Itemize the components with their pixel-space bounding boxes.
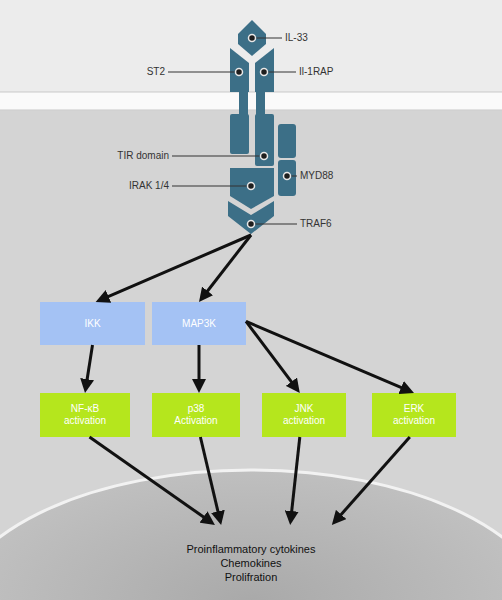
leader-line xyxy=(264,72,296,73)
activation-box: ERK activation xyxy=(372,393,456,437)
ligand-shape xyxy=(238,20,266,56)
callout-label: ST2 xyxy=(15,66,165,78)
signal-arrow xyxy=(86,345,93,387)
box-label: JNK activation xyxy=(275,403,333,427)
membrane-edge xyxy=(0,110,502,111)
transmembrane-segment xyxy=(239,90,248,116)
signal-arrow xyxy=(336,437,410,521)
tir-domain-shape xyxy=(230,114,249,154)
callout-dot xyxy=(236,69,243,76)
signal-arrow xyxy=(246,321,408,390)
signal-arrow xyxy=(90,437,211,522)
box-label: p38 Activation xyxy=(167,403,225,427)
callout-dot xyxy=(248,183,255,190)
kinase-box: IKK xyxy=(40,302,145,345)
signal-arrow xyxy=(291,437,300,519)
kinase-box: MAP3K xyxy=(152,302,246,345)
signal-arrow xyxy=(197,345,200,387)
transmembrane-segment xyxy=(256,90,265,116)
box-label: IKK xyxy=(53,318,133,330)
leader-line xyxy=(168,72,239,73)
signal-arrow xyxy=(246,321,296,388)
box-label: ERK activation xyxy=(385,403,443,427)
adaptor-shape xyxy=(278,160,296,196)
callout-dot xyxy=(261,69,268,76)
leader-line xyxy=(251,224,297,225)
callout-dot xyxy=(248,221,255,228)
leader-line xyxy=(172,156,264,157)
leader-line xyxy=(172,186,251,187)
node-outline xyxy=(228,199,274,235)
outcome-text: Prolifration xyxy=(225,570,278,584)
adaptor-shape xyxy=(278,124,296,158)
callout-label: Il-1RAP xyxy=(299,66,333,78)
receptor-chain xyxy=(255,48,274,92)
cell-membrane xyxy=(0,92,502,110)
signal-arrow xyxy=(203,235,251,297)
box-label: NF-κB activation xyxy=(56,403,114,427)
activation-box: JNK activation xyxy=(262,393,346,437)
nucleus-shape: Proinflammatory cytokinesChemokinesProli… xyxy=(0,468,502,600)
callout-label: TIR domain xyxy=(19,150,169,162)
callout-dot xyxy=(249,35,256,42)
callout-label: MYD88 xyxy=(300,170,333,182)
signal-arrow xyxy=(101,235,251,300)
callout-dot xyxy=(261,153,268,160)
nucleus-outline xyxy=(0,470,502,600)
box-label: MAP3K xyxy=(159,318,239,330)
adaptor-chevron: TRAF6 xyxy=(228,199,274,235)
signal-arrow xyxy=(200,437,219,519)
callout-label: TRAF6 xyxy=(300,218,332,230)
outcome-text: Chemokines xyxy=(220,556,281,570)
activation-box: NF-κB activation xyxy=(40,393,130,437)
callout-label: IL-33 xyxy=(285,32,308,44)
kinase-shape xyxy=(230,168,274,209)
outcome-text: Proinflammatory cytokines xyxy=(187,542,316,556)
adaptor-chevron-shape xyxy=(228,201,274,234)
extracellular-space xyxy=(0,0,502,92)
leader-line xyxy=(287,176,297,177)
leader-line xyxy=(252,38,282,39)
callout-label: IRAK 1/4 xyxy=(19,180,169,192)
membrane-edge xyxy=(0,92,502,93)
callout-dot xyxy=(284,173,291,180)
activation-box: p38 Activation xyxy=(152,393,240,437)
receptor-chain xyxy=(230,48,249,92)
tir-domain-shape xyxy=(255,114,274,166)
